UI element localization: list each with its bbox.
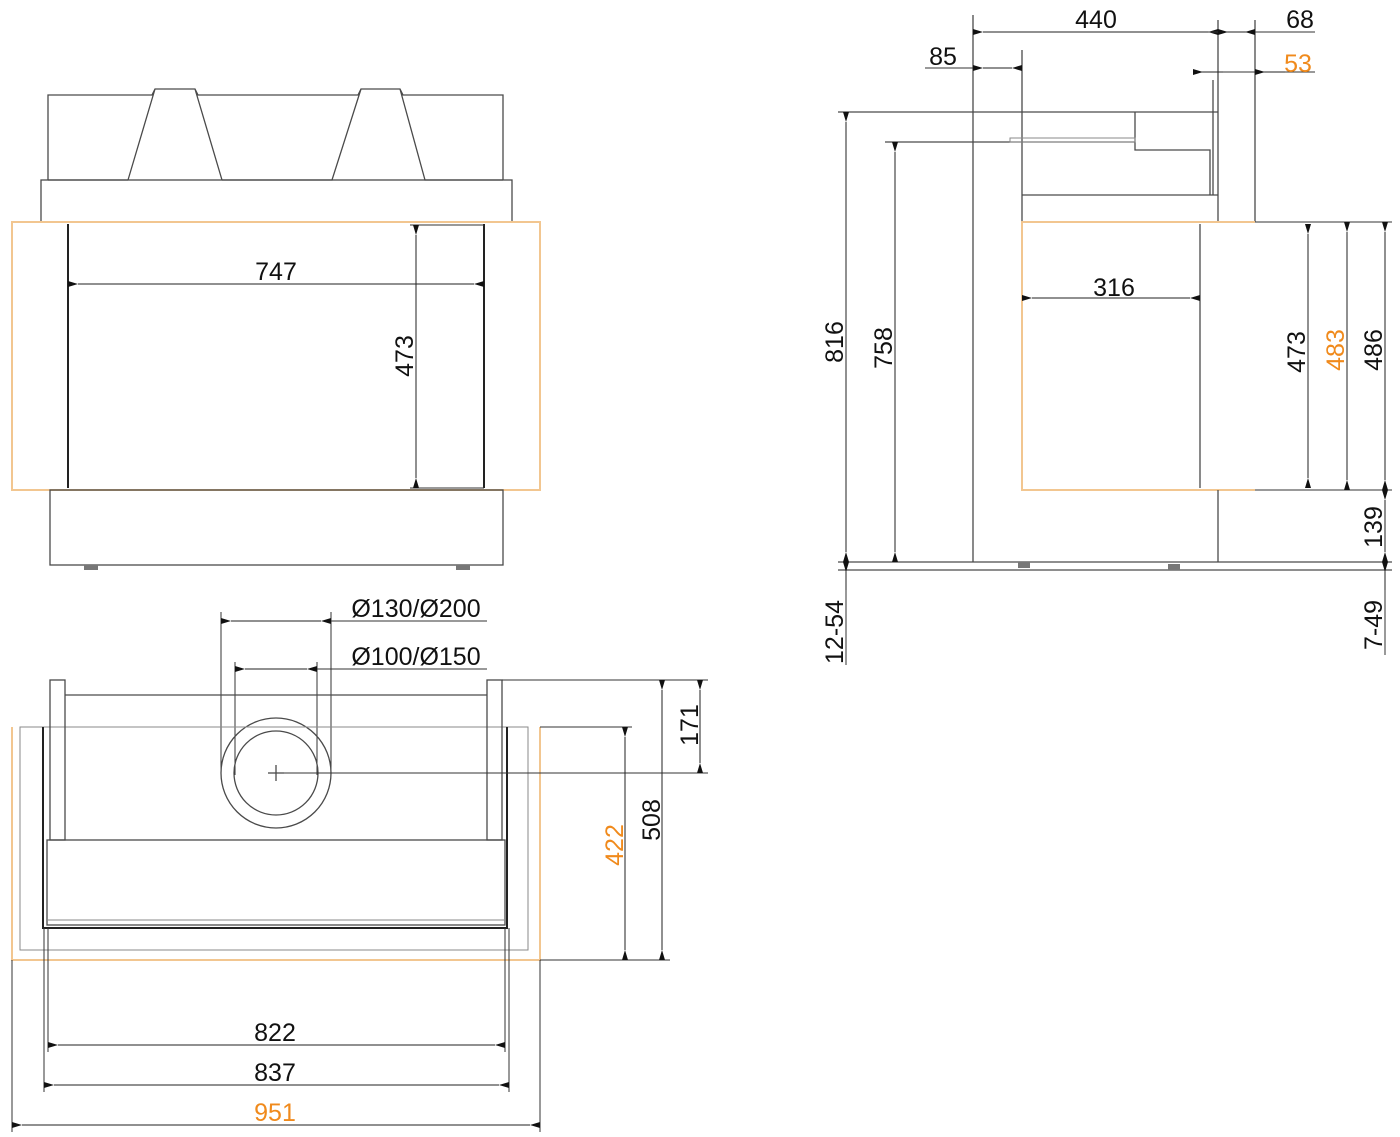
dim-816: 816 [821, 321, 849, 363]
front-view: 747 473 [11, 88, 541, 570]
dim-53: 53 [1284, 50, 1312, 78]
dim-473-side: 473 [1283, 331, 1311, 373]
dim-747: 747 [255, 258, 297, 286]
foot [1018, 562, 1030, 568]
dim-422: 422 [601, 824, 629, 866]
flue-inner-diameter: Ø100/Ø150 [351, 643, 480, 671]
dim-316: 316 [1093, 274, 1135, 302]
top-collar [40, 179, 513, 223]
dim-483: 483 [1322, 329, 1350, 371]
base-block [49, 489, 504, 566]
dim-508: 508 [638, 799, 666, 841]
side-post [486, 679, 503, 841]
front-box [46, 839, 506, 926]
foot [1168, 564, 1180, 570]
dim-139: 139 [1360, 506, 1388, 548]
dim-440: 440 [1075, 6, 1117, 34]
dim-12-54: 12-54 [821, 600, 849, 664]
dim-822: 822 [254, 1019, 296, 1047]
dim-486: 486 [1360, 329, 1388, 371]
dim-171: 171 [676, 704, 704, 746]
foot [84, 565, 98, 570]
dim-951: 951 [254, 1099, 296, 1127]
frame-outline [1021, 221, 1255, 491]
dim-68: 68 [1286, 6, 1314, 34]
top-view: Ø130/Ø200 Ø100/Ø150 171 508 422 822 [11, 595, 708, 1132]
dim-7-49: 7-49 [1360, 600, 1388, 650]
side-view: 440 68 85 53 816 758 12-54 316 473 483 4… [821, 6, 1392, 665]
flue-outer-diameter: Ø130/Ø200 [351, 595, 480, 623]
dim-85: 85 [929, 43, 957, 71]
top-chamber-outline [47, 88, 504, 181]
dim-837: 837 [254, 1059, 296, 1087]
dim-473-front: 473 [391, 335, 419, 377]
foot [456, 565, 470, 570]
dim-758: 758 [870, 327, 898, 369]
side-post [49, 679, 66, 841]
